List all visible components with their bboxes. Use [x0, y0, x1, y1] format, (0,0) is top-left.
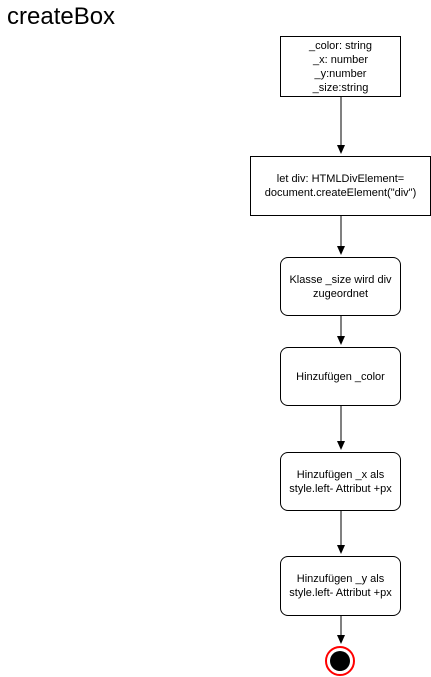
parameter-line: _color: string: [309, 39, 372, 52]
parameter-line: _y:number: [314, 67, 367, 80]
assign-class-step: Klasse _size wird div zugeordnet: [280, 257, 401, 316]
node-text-line: let div: HTMLDivElement=: [276, 173, 405, 185]
end-node-dot: [330, 651, 350, 671]
parameter-line: _x: number: [312, 53, 369, 66]
node-text-line: style.left- Attribut +px: [289, 587, 392, 599]
create-div-box: let div: HTMLDivElement= document.create…: [250, 156, 431, 216]
add-x-step: Hinzufügen _x als style.left- Attribut +…: [280, 452, 401, 511]
add-y-step: Hinzufügen _y als style.left- Attribut +…: [280, 556, 401, 616]
node-text-line: Hinzufügen _x als: [296, 468, 385, 481]
add-color-step: Hinzufügen _color: [280, 347, 401, 406]
diagram-title: createBox: [7, 3, 116, 30]
end-node: [325, 646, 355, 676]
node-text-line: style.left- Attribut +px: [289, 482, 392, 495]
node-text-line: zugeordnet: [312, 287, 369, 300]
node-text-line: Klasse _size wird div: [289, 273, 392, 286]
parameters-box: _color: string _x: number _y:number _siz…: [280, 36, 401, 97]
node-text-line: document.createElement("div"): [264, 187, 417, 199]
node-text-line: Hinzufügen _y als: [296, 573, 385, 585]
node-text-line: Hinzufügen _color: [296, 370, 385, 383]
parameter-line: _size:string: [312, 81, 369, 94]
